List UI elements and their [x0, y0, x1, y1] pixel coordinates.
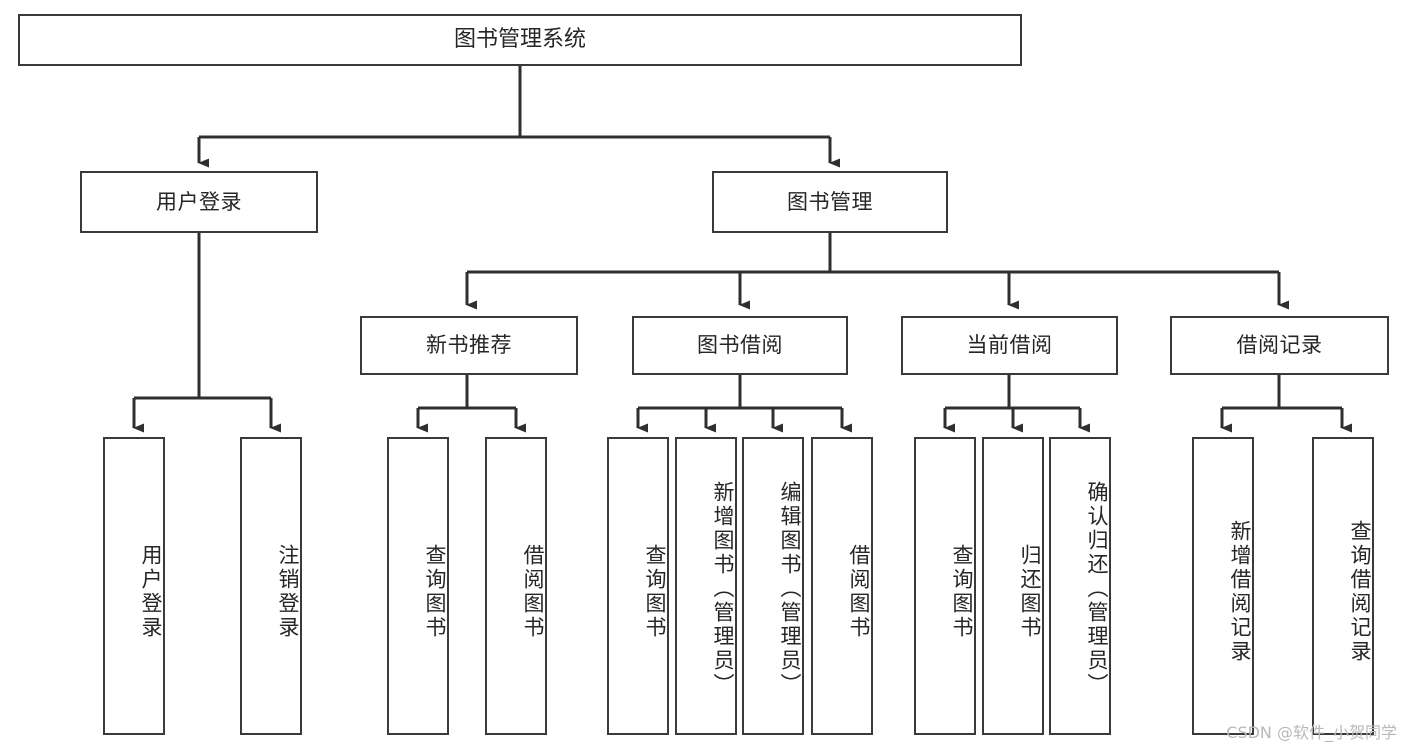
leaf-borrow-book[interactable]: 借阅图书 [811, 437, 873, 735]
node-label: 查询借阅记录 [1348, 520, 1372, 664]
node-label: 新增图书（管理员） [711, 481, 735, 697]
node-label: 借阅图书 [847, 544, 871, 640]
node-label: 注销登录 [276, 544, 300, 640]
node-label: 查询图书 [423, 544, 447, 640]
node-label: 新书推荐 [426, 333, 512, 358]
node-borrow-record[interactable]: 借阅记录 [1170, 316, 1389, 375]
node-label: 新增借阅记录 [1228, 520, 1252, 664]
node-label: 用户登录 [139, 544, 163, 640]
node-book-manage[interactable]: 图书管理 [712, 171, 948, 233]
leaf-query-book-recommend[interactable]: 查询图书 [387, 437, 449, 735]
leaf-user-login[interactable]: 用户登录 [103, 437, 165, 735]
node-label: 用户登录 [156, 189, 242, 214]
node-root-book-management-system[interactable]: 图书管理系统 [18, 14, 1022, 66]
node-label: 查询图书 [643, 544, 667, 640]
node-label: 确认归还（管理员） [1085, 481, 1109, 697]
leaf-logout-login[interactable]: 注销登录 [240, 437, 302, 735]
leaf-borrow-book-recommend[interactable]: 借阅图书 [485, 437, 547, 735]
node-label: 编辑图书（管理员） [778, 481, 802, 697]
leaf-confirm-return-admin[interactable]: 确认归还（管理员） [1049, 437, 1111, 735]
leaf-add-borrow-record[interactable]: 新增借阅记录 [1192, 437, 1254, 735]
node-label: 当前借阅 [966, 333, 1053, 358]
leaf-return-book[interactable]: 归还图书 [982, 437, 1044, 735]
leaf-edit-book-admin[interactable]: 编辑图书（管理员） [742, 437, 804, 735]
node-new-book-recommend[interactable]: 新书推荐 [360, 316, 578, 375]
node-label: 借阅记录 [1236, 333, 1323, 358]
leaf-add-book-admin[interactable]: 新增图书（管理员） [675, 437, 737, 735]
node-label: 图书借阅 [697, 333, 783, 358]
node-label: 查询图书 [950, 544, 974, 640]
leaf-query-book-borrow[interactable]: 查询图书 [607, 437, 669, 735]
node-current-borrow[interactable]: 当前借阅 [901, 316, 1118, 375]
node-user-login[interactable]: 用户登录 [80, 171, 318, 233]
leaf-query-borrow-record[interactable]: 查询借阅记录 [1312, 437, 1374, 735]
node-book-borrow[interactable]: 图书借阅 [632, 316, 848, 375]
node-label: 归还图书 [1018, 544, 1042, 640]
leaf-query-book-current[interactable]: 查询图书 [914, 437, 976, 735]
node-label: 借阅图书 [521, 544, 545, 640]
csdn-watermark: CSDN @软件_小贺同学 [1226, 723, 1397, 742]
node-label: 图书管理系统 [453, 27, 586, 53]
node-label: 图书管理 [787, 189, 873, 214]
